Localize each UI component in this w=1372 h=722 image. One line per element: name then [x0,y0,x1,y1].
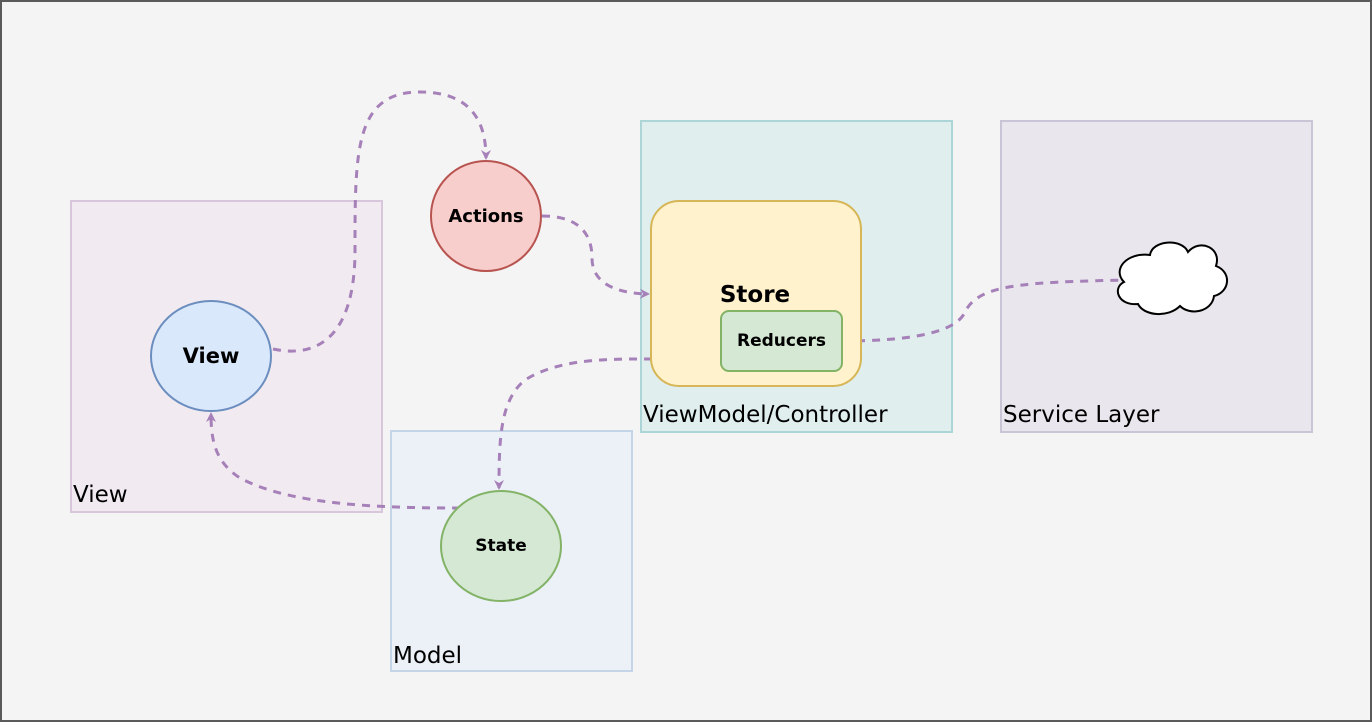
connector-store-to-state [494,357,653,490]
cloud-icon [1116,241,1228,315]
view-node [150,300,272,412]
service-region-label: Service Layer [1003,402,1160,428]
store-node-label: Store [719,282,791,308]
view-region-label: View [73,482,128,508]
connector-reducers-to-service [841,275,1132,343]
model-region-label: Model [393,643,463,669]
viewmodel-region-label: ViewModel/Controller [643,402,888,428]
actions-node [430,160,542,272]
state-node-label: State [475,536,527,556]
actions-node-label: Actions [448,206,524,227]
connector-actions-to-store [541,214,650,299]
state-node [440,490,562,602]
reducers-node [720,310,843,372]
view-node-label: View [182,344,240,368]
reducers-node-label: Reducers [736,331,826,351]
connector-state-to-view [206,412,461,510]
